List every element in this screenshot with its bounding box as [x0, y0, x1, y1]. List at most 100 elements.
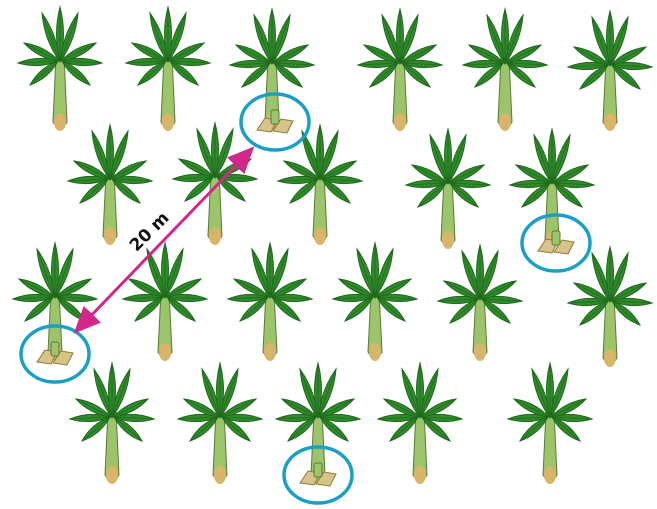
- leaf-midrib: [112, 368, 131, 418]
- cut-stumps: [19, 92, 592, 505]
- cut-stump-group: [282, 445, 354, 505]
- leaf-midrib: [61, 42, 97, 62]
- leaf-midrib: [468, 44, 504, 64]
- leaf-midrib: [149, 12, 168, 62]
- leaf-midrib: [177, 416, 219, 420]
- banana-tree: [331, 241, 419, 361]
- leaf-midrib: [344, 296, 374, 322]
- leaf-midrib: [357, 62, 399, 66]
- leaf-midrib: [449, 164, 485, 184]
- leaf-midrib: [169, 42, 205, 62]
- leaf-midrib: [81, 416, 111, 442]
- leaf-midrib: [131, 42, 167, 62]
- leaf-midrib: [611, 282, 647, 302]
- leaf-midrib: [376, 296, 418, 300]
- leaf-midrib: [449, 182, 479, 208]
- leaf-midrib: [611, 64, 641, 90]
- leaf-midrib: [301, 130, 320, 180]
- leaf-midrib: [183, 398, 219, 418]
- trunk-base: [162, 113, 174, 131]
- banana-tree: [508, 127, 596, 249]
- stump-highlight-circle: [239, 92, 311, 152]
- leaf-midrib: [573, 282, 609, 302]
- banana-tree: [68, 361, 156, 484]
- leaf-midrib: [273, 62, 315, 66]
- leaf-midrib: [376, 278, 412, 298]
- leaf-midrib: [437, 298, 479, 302]
- leaf-midrib: [551, 416, 581, 442]
- leaf-midrib: [319, 416, 349, 442]
- leaf-midrib: [509, 182, 551, 186]
- leaf-midrib: [113, 416, 143, 442]
- banana-tree: [461, 7, 549, 131]
- leaf-midrib: [506, 44, 542, 64]
- leaf-midrib: [189, 416, 219, 442]
- trunk-base: [369, 343, 381, 361]
- leaf-midrib: [389, 416, 419, 442]
- leaf-midrib: [69, 416, 111, 420]
- leaf-midrib: [553, 182, 595, 186]
- stump-core: [270, 109, 280, 125]
- leaf-midrib: [318, 368, 337, 418]
- leaf-midrib: [553, 182, 583, 208]
- leaf-midrib: [448, 134, 467, 184]
- leaf-midrib: [421, 416, 451, 442]
- leaf-midrib: [401, 368, 420, 418]
- leaf-midrib: [12, 296, 54, 300]
- banana-tree: [171, 121, 259, 245]
- leaf-midrib: [420, 368, 439, 418]
- leaf-midrib: [321, 160, 357, 180]
- leaf-midrib: [338, 278, 374, 298]
- leaf-midrib: [567, 300, 609, 304]
- leaf-midrib: [29, 60, 59, 86]
- banana-tree: [121, 241, 209, 361]
- leaf-midrib: [220, 368, 239, 418]
- trunk-base: [159, 343, 171, 361]
- leaf-midrib: [417, 182, 447, 208]
- leaf-midrib: [273, 44, 309, 64]
- leaf-midrib: [281, 398, 317, 418]
- leaf-midrib: [610, 16, 629, 66]
- leaf-midrib: [401, 44, 437, 64]
- leaf-midrib: [275, 416, 317, 420]
- leaf-midrib: [320, 130, 339, 180]
- leaf-midrib: [369, 62, 399, 88]
- leaf-midrib: [531, 368, 550, 418]
- leaf-midrib: [462, 62, 504, 66]
- cut-stump-group: [239, 92, 311, 152]
- banana-tree: [226, 241, 314, 361]
- leaf-midrib: [61, 60, 91, 86]
- leaf-midrib: [24, 296, 54, 322]
- leaf-midrib: [521, 182, 551, 208]
- leaf-midrib: [513, 398, 549, 418]
- leaf-midrib: [61, 60, 103, 64]
- leaf-midrib: [400, 14, 419, 64]
- leaf-midrib: [321, 178, 363, 182]
- leaf-midrib: [332, 296, 374, 300]
- trunk-base: [264, 343, 276, 361]
- leaf-midrib: [283, 160, 319, 180]
- trunk-base: [499, 113, 511, 131]
- leaf-midrib: [519, 416, 549, 442]
- leaf-midrib: [17, 60, 59, 64]
- banana-tree: [16, 5, 104, 131]
- banana-tree: [376, 361, 464, 484]
- leaf-midrib: [221, 416, 251, 442]
- leaf-midrib: [449, 298, 479, 324]
- trunk-base: [442, 231, 454, 249]
- leaf-midrib: [383, 398, 419, 418]
- leaf-midrib: [55, 248, 74, 298]
- leaf-midrib: [299, 368, 318, 418]
- leaf-midrib: [507, 416, 549, 420]
- leaf-midrib: [505, 14, 524, 64]
- leaf-midrib: [573, 46, 609, 66]
- leaf-midrib: [251, 248, 270, 298]
- leaf-midrib: [401, 62, 443, 66]
- cut-stump-group: [520, 213, 592, 273]
- leaf-midrib: [411, 164, 447, 184]
- trunk-base: [214, 466, 226, 484]
- trunk-base: [54, 113, 66, 131]
- leaf-midrib: [113, 416, 155, 420]
- trunk-base: [394, 113, 406, 131]
